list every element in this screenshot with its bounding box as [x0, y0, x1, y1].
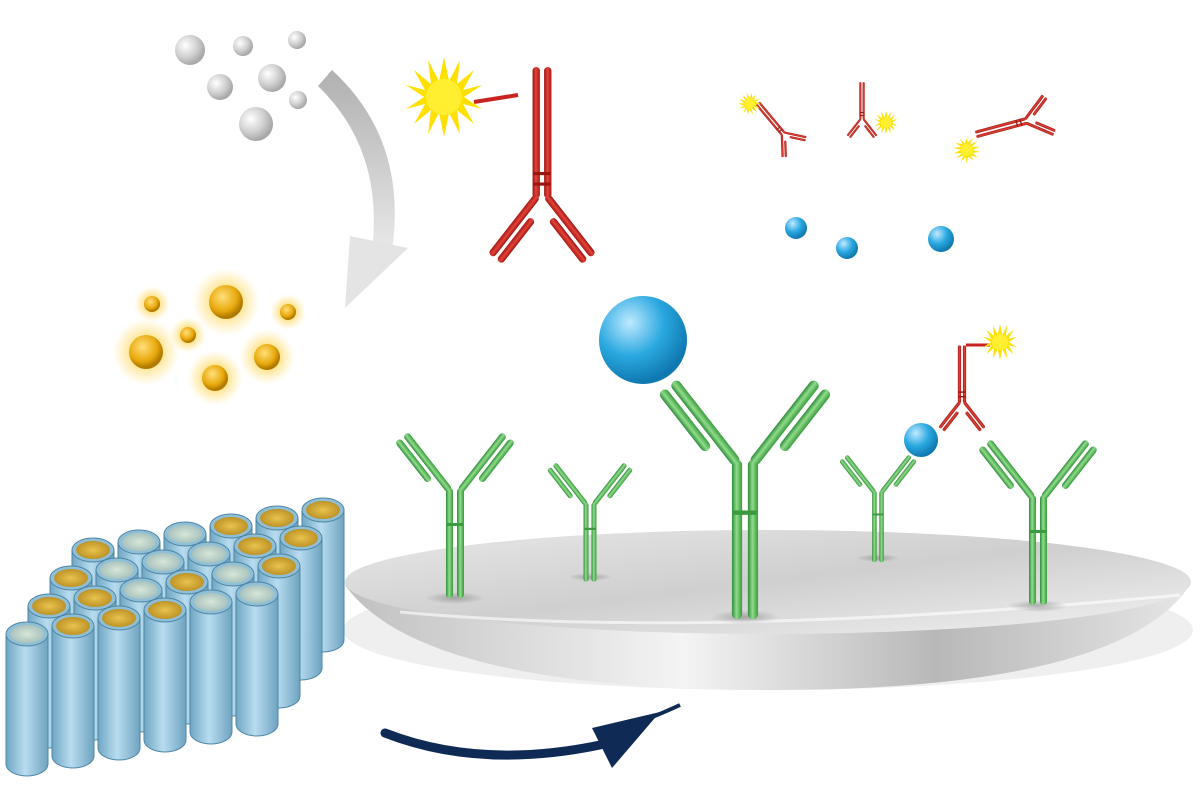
cylinder — [189, 589, 233, 745]
free-detection-antibodies — [733, 82, 1058, 166]
cylinder — [143, 597, 187, 753]
gray-particles — [175, 31, 307, 141]
navy-curved-arrow — [380, 703, 681, 768]
free-antigens — [785, 217, 954, 259]
detection-antibody-large — [406, 57, 597, 265]
cylinder — [5, 621, 49, 777]
gray-curved-arrow — [318, 70, 408, 308]
sensor-disc — [343, 530, 1193, 690]
porous-cylinder-array — [5, 497, 345, 777]
gold-nanoparticles — [112, 268, 306, 406]
detection-antibody-small — [938, 324, 1018, 432]
cylinder — [51, 613, 95, 769]
cylinder — [97, 605, 141, 761]
cylinder — [235, 581, 279, 737]
bound-antigens — [599, 296, 938, 457]
